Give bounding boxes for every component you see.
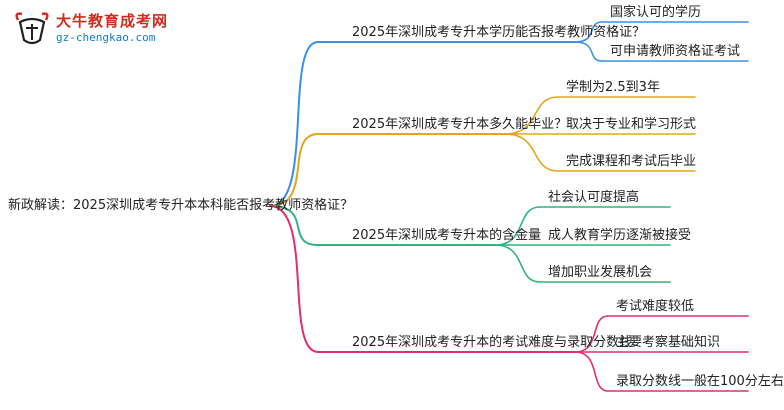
brand-title: 大牛教育成考网 [56, 12, 169, 30]
brand-url: gz-chengkao.com [56, 31, 156, 44]
leaf-topic: 录取分数线一般在100分左右 [616, 374, 784, 389]
leaf-topic: 国家认可的学历 [610, 5, 702, 20]
mind-map-connectors [269, 21, 749, 392]
branch-connector [269, 205, 319, 246]
branch-topic: 2025年深圳成考专升本的考试难度与录取分数线 [352, 335, 633, 350]
leaf-topic: 考试难度较低 [616, 299, 695, 314]
leaf-topic: 成人教育学历逐渐被接受 [548, 228, 692, 243]
branch-topic: 2025年深圳成考专升本的含金量 [352, 228, 542, 243]
brand-logo: 大牛教育成考网 gz-chengkao.com [10, 6, 170, 50]
leaf-connector [504, 96, 559, 135]
leaf-topic: 完成课程和考试后毕业 [566, 154, 697, 169]
branch-topic: 2025年深圳成考专升本学历能否报考教师资格证？ [352, 25, 646, 40]
leaf-topic: 社会认可度提高 [548, 190, 640, 205]
leaf-connector [494, 206, 541, 246]
leaf-connector [574, 41, 603, 62]
leaf-connector [504, 133, 559, 172]
leaf-topic: 可申请教师资格证考试 [610, 44, 741, 59]
branch-topic: 2025年深圳成考专升本多久能毕业？ [352, 117, 568, 132]
leaf-connector [574, 21, 603, 43]
leaf-topic: 主要考察基础知识 [616, 335, 721, 350]
leaf-topic: 学制为2.5到3年 [566, 80, 660, 95]
branch-connector [269, 133, 319, 207]
leaf-connector [574, 351, 609, 392]
root-topic: 新政解读：2025深圳成考专升本本科能否报考教师资格证？ [8, 198, 354, 213]
branch-connector [269, 41, 319, 207]
leaf-connector [574, 315, 609, 353]
bull-logo-icon [15, 12, 49, 45]
leaf-topic: 增加职业发展机会 [548, 265, 653, 280]
leaf-topic: 取决于专业和学习形式 [566, 117, 697, 132]
branch-connector [269, 205, 319, 353]
leaf-connector [494, 244, 541, 283]
